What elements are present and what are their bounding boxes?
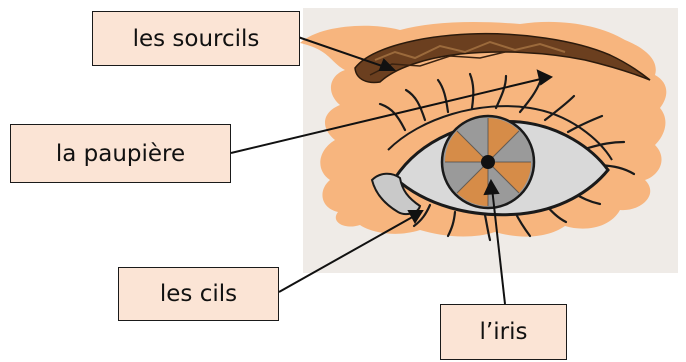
- label-eyebrows: les sourcils: [92, 11, 300, 66]
- label-iris: l’iris: [440, 304, 567, 360]
- pupil: [481, 155, 495, 169]
- label-eyelid: la paupière: [10, 124, 231, 183]
- label-eyelashes: les cils: [118, 267, 279, 321]
